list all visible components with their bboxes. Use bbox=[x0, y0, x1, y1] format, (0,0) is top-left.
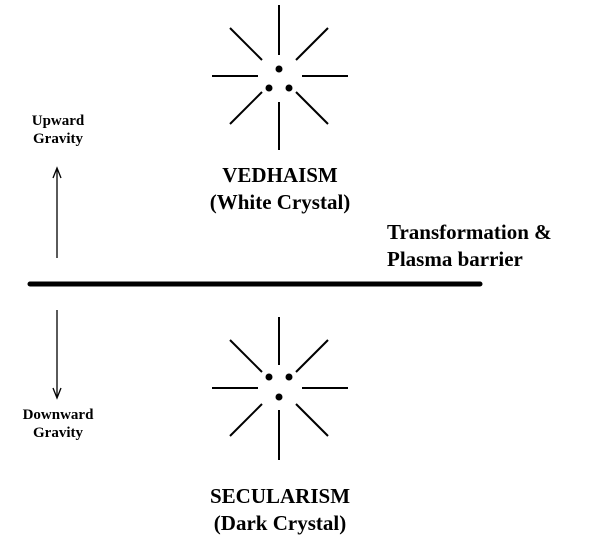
upward-gravity-line2: Gravity bbox=[33, 131, 83, 147]
barrier-label: Transformation & Plasma barrier bbox=[387, 222, 552, 270]
dark-crystal-label: SECULARISM (Dark Crystal) bbox=[180, 486, 380, 534]
upward-gravity-label: Upward Gravity bbox=[13, 114, 103, 147]
barrier-line1: Transformation & bbox=[387, 220, 552, 244]
white-crystal-name: VEDHAISM bbox=[222, 163, 338, 187]
white-crystal-label: VEDHAISM (White Crystal) bbox=[185, 165, 375, 213]
dark-crystal-subtitle: (Dark Crystal) bbox=[213, 511, 347, 535]
white-crystal-dots bbox=[265, 65, 293, 92]
white-crystal-subtitle: (White Crystal) bbox=[209, 190, 351, 214]
downward-gravity-label: Downward Gravity bbox=[8, 408, 108, 441]
upward-arrow bbox=[52, 166, 62, 258]
dark-crystal-starburst bbox=[212, 317, 348, 460]
downward-gravity-line1: Downward bbox=[22, 407, 94, 423]
downward-gravity-line2: Gravity bbox=[33, 425, 83, 441]
downward-arrow bbox=[52, 310, 62, 400]
barrier-line2: Plasma barrier bbox=[387, 247, 523, 271]
white-crystal-starburst bbox=[212, 5, 348, 150]
upward-gravity-line1: Upward bbox=[31, 113, 85, 129]
dark-crystal-dots bbox=[265, 373, 293, 401]
dark-crystal-name: SECULARISM bbox=[209, 484, 351, 508]
